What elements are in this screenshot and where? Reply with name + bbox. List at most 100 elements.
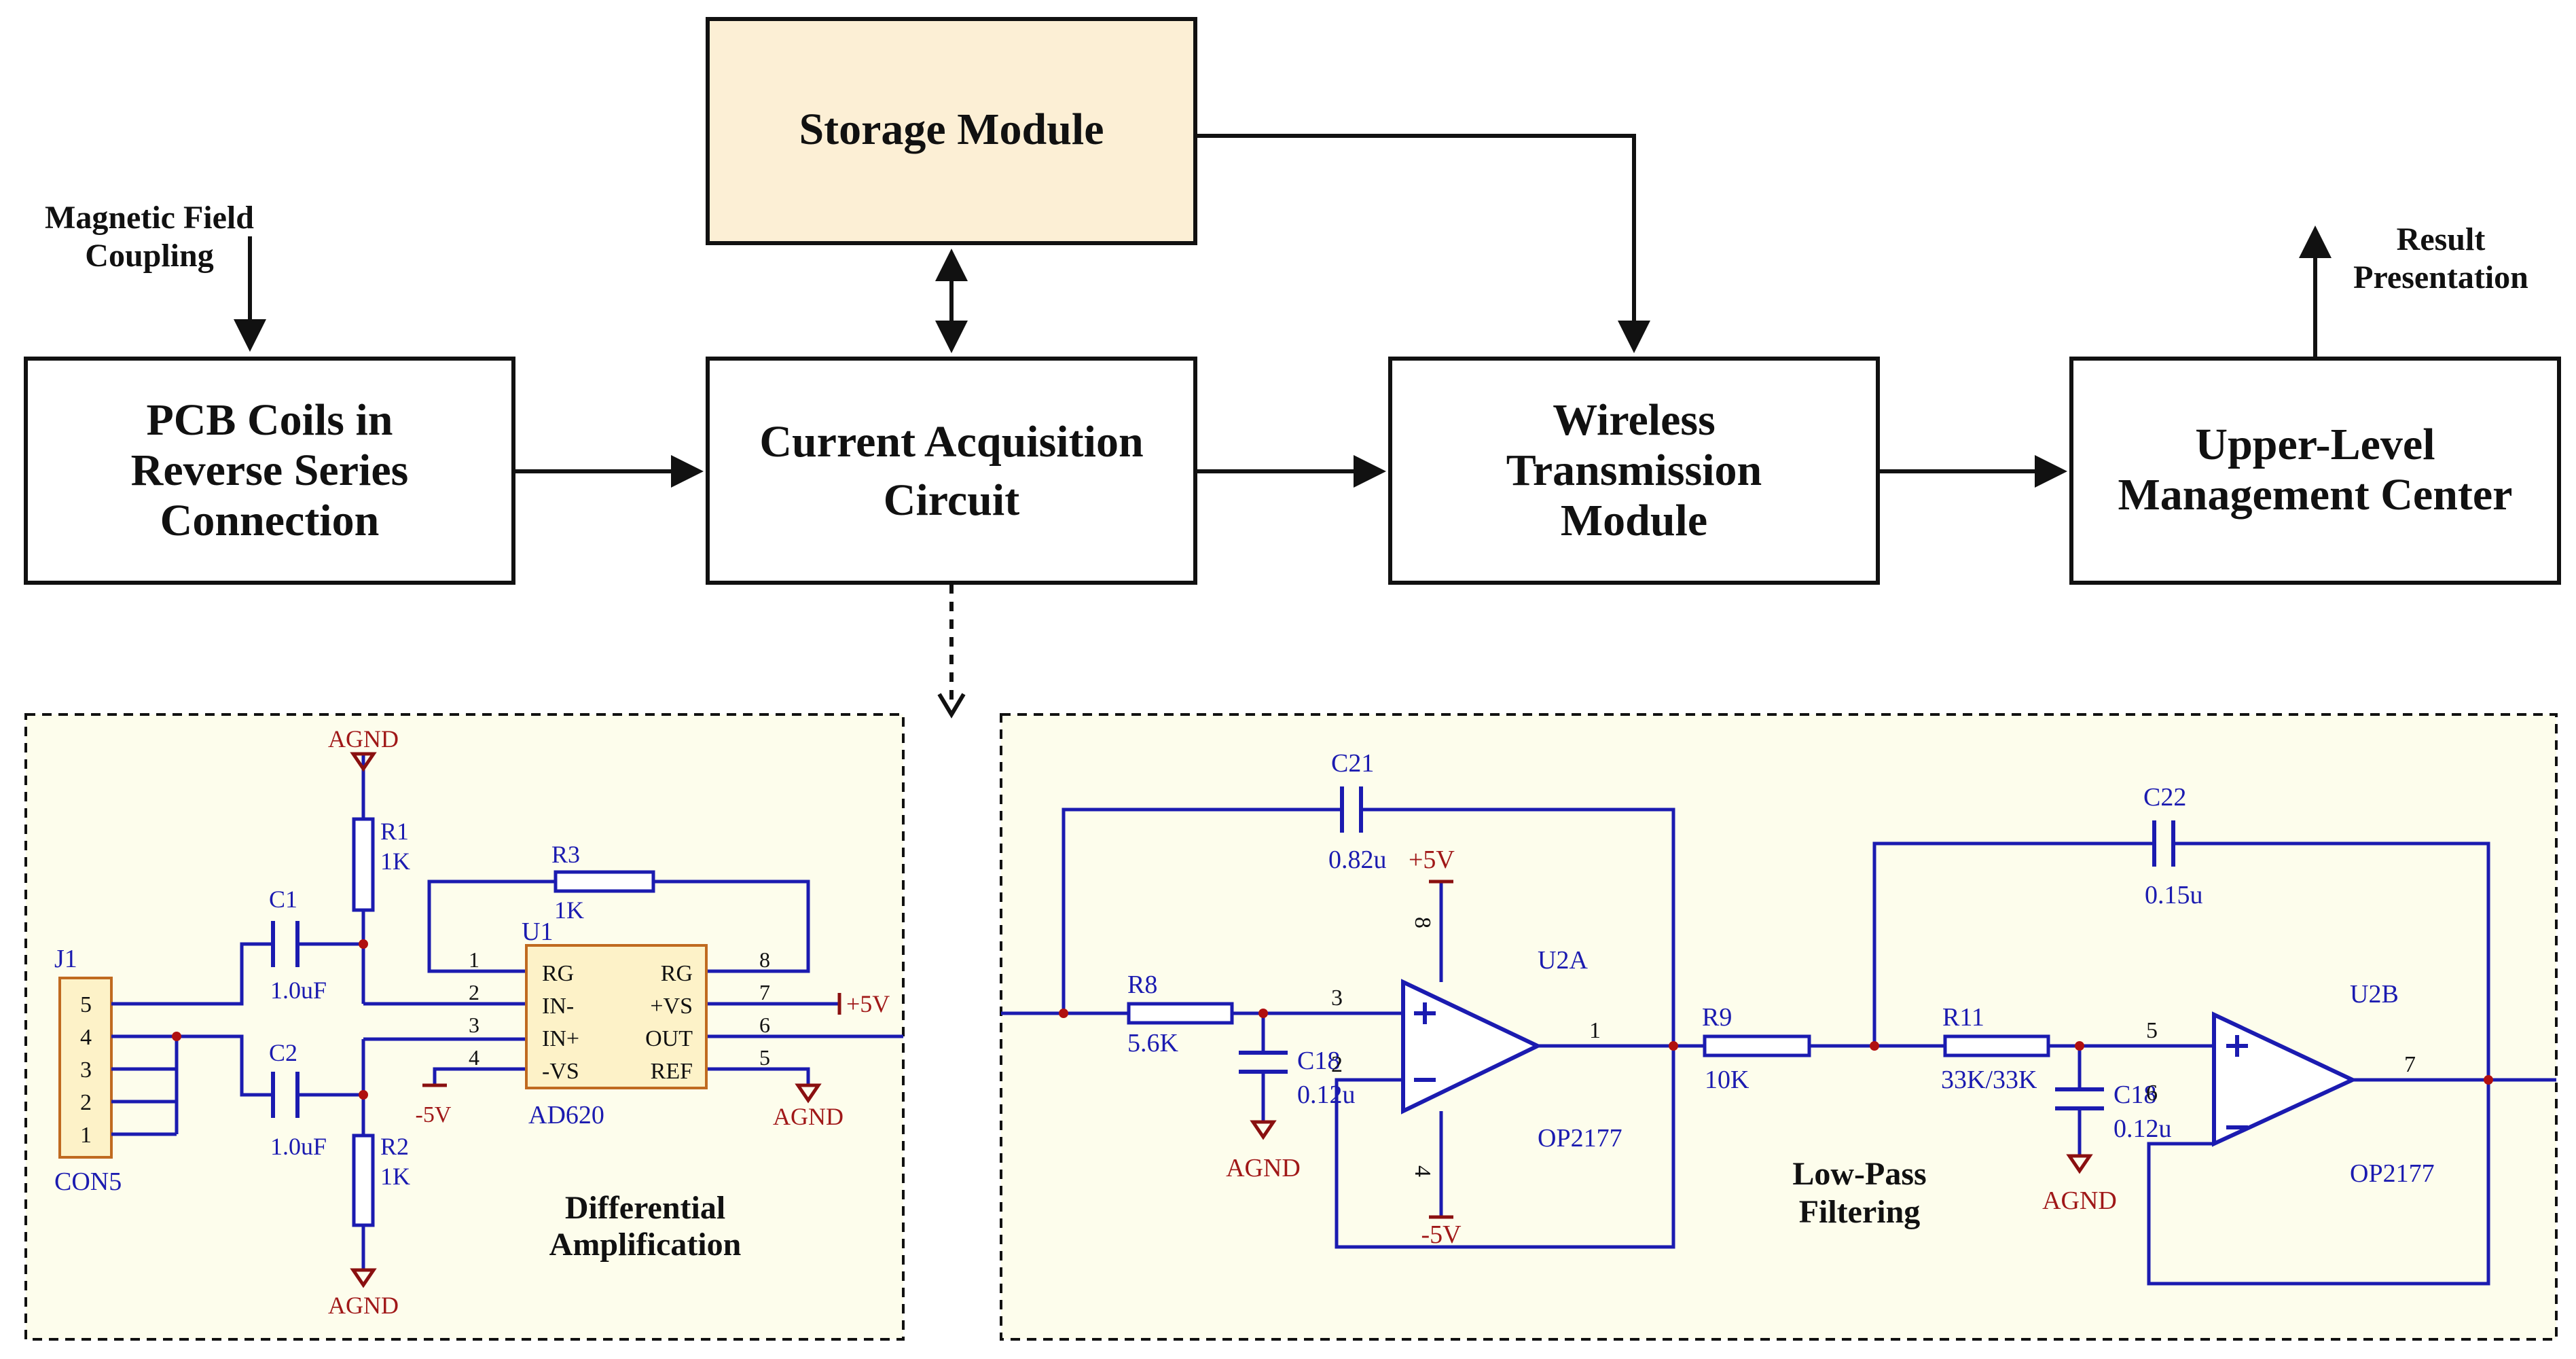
c1-label: C1 (269, 886, 297, 913)
minus5-label-right: -5V (1421, 1220, 1462, 1249)
agnd-label-right-2: AGND (2042, 1186, 2117, 1215)
r9-value: 10K (1705, 1066, 1749, 1094)
pin-left-vs-minus: -VS (542, 1059, 579, 1084)
pin6-label: 6 (2146, 1081, 2158, 1106)
storage-module-label: Storage Module (799, 105, 1104, 154)
pin-num-8: 8 (759, 947, 770, 972)
r8-value: 5.6K (1127, 1029, 1179, 1057)
pin5-label: 5 (2146, 1018, 2158, 1043)
c18a-value: 0.12u (1297, 1081, 1356, 1109)
r3-label: R3 (551, 841, 580, 868)
ad620-chip: U1 AD620 RG IN- IN+ -VS RG +VS OUT REF 1… (469, 918, 770, 1129)
pin-right-vs-plus: +VS (650, 994, 693, 1019)
r11-label: R11 (1942, 1003, 1984, 1032)
c1-value: 1.0uF (270, 977, 327, 1004)
pin-num-2: 2 (469, 980, 479, 1004)
pin8-label: 8 (1410, 917, 1435, 928)
wireless-label-3: Module (1561, 496, 1707, 545)
agnd-top-label: AGND (328, 725, 399, 753)
upper-level-label-1: Upper-Level (2195, 420, 2435, 469)
capacitors-right (1239, 786, 2175, 1110)
pin-num-1: 1 (469, 947, 479, 972)
pin4-label: 4 (1410, 1165, 1435, 1177)
c18a-label: C18 (1297, 1047, 1340, 1075)
differential-label-1: Differential (565, 1190, 725, 1226)
pin-right-ref: REF (651, 1059, 693, 1084)
upper-level-label-2: Management Center (2118, 470, 2513, 520)
con-pin-5: 5 (80, 992, 92, 1017)
junctions-right (1059, 1009, 2493, 1085)
agnd-bottom-label: AGND (328, 1292, 399, 1319)
left-wires (111, 754, 903, 1270)
upper-level-block: Upper-Level Management Center (2069, 357, 2561, 585)
r3-value: 1K (554, 896, 584, 924)
c22-label: C22 (2143, 783, 2186, 812)
c2-value: 1.0uF (270, 1133, 327, 1160)
pcb-coils-label-3: Connection (160, 496, 380, 545)
r11-value: 33K/33K (1941, 1066, 2037, 1094)
con-pin-1: 1 (80, 1123, 92, 1148)
storage-module-block: Storage Module (706, 17, 1197, 245)
pcb-coils-label-2: Reverse Series (131, 446, 409, 495)
op2177-label-b: OP2177 (2350, 1159, 2435, 1188)
wireless-transmission-block: Wireless Transmission Module (1388, 357, 1880, 585)
pin-num-6: 6 (759, 1013, 770, 1037)
pin2-label: 2 (1331, 1052, 1343, 1077)
differential-amplification-panel (24, 713, 905, 1341)
pin-num-3: 3 (469, 1013, 479, 1037)
pin1-label: 1 (1589, 1018, 1601, 1043)
u1-label: U1 (522, 918, 553, 946)
c2-label: C2 (269, 1039, 297, 1066)
differential-label-2: Amplification (549, 1227, 742, 1263)
minus5-label-left: -5V (416, 1102, 452, 1127)
pcb-coils-block: PCB Coils in Reverse Series Connection (24, 357, 515, 585)
pin-right-out: OUT (645, 1026, 693, 1051)
r1-value: 1K (380, 848, 410, 875)
con-pin-3: 3 (80, 1057, 92, 1083)
pin-left-in-minus: IN- (542, 994, 574, 1019)
power-symbols-right (1250, 880, 2093, 1219)
op2177-label-a: OP2177 (1538, 1124, 1622, 1153)
c22-value: 0.15u (2145, 881, 2203, 909)
resistors-left (352, 817, 655, 1227)
j1-label: J1 (54, 945, 77, 973)
pin-left-rg: RG (542, 961, 574, 986)
resistors-right (1127, 1002, 2050, 1057)
wireless-label-2: Transmission (1506, 446, 1762, 495)
r1-label: R1 (380, 818, 409, 845)
agnd-ref-label: AGND (773, 1103, 843, 1130)
u2a-label: U2A (1538, 946, 1588, 975)
flow-arrows (234, 134, 2332, 719)
pin3-label: 3 (1331, 985, 1343, 1011)
magnetic-field-label-2: Coupling (85, 238, 213, 274)
con-pin-4: 4 (80, 1025, 92, 1050)
plus5-label-right: +5V (1409, 846, 1455, 874)
result-label-2: Presentation (2353, 259, 2528, 295)
pcb-coils-label-1: PCB Coils in (146, 395, 393, 445)
pin-num-7: 7 (759, 980, 770, 1004)
pin-right-rg: RG (661, 961, 693, 986)
result-label-1: Result (2397, 221, 2486, 257)
junctions-left (172, 939, 368, 1100)
r2-value: 1K (380, 1163, 410, 1190)
current-acquisition-label-1: Current Acquisition (759, 417, 1143, 467)
connector-j1: J1 CON5 5 4 3 2 1 (54, 945, 122, 1196)
con5-label: CON5 (54, 1167, 122, 1196)
pin7-label: 7 (2404, 1052, 2416, 1077)
r2-label: R2 (380, 1133, 409, 1160)
magnetic-field-label-1: Magnetic Field (45, 200, 254, 236)
r8-label: R8 (1127, 971, 1157, 999)
plus5-label-left: +5V (846, 990, 890, 1017)
wireless-label-1: Wireless (1553, 395, 1716, 445)
r9-label: R9 (1702, 1003, 1732, 1032)
agnd-symbols-left (350, 752, 841, 1288)
con-pin-2: 2 (80, 1090, 92, 1115)
pin-left-in-plus: IN+ (542, 1026, 579, 1051)
c18b-label: C18 (2114, 1081, 2156, 1109)
opamp-u2b (2212, 1011, 2358, 1147)
u2b-label: U2B (2350, 980, 2399, 1009)
current-acquisition-label-2: Circuit (884, 475, 1019, 525)
low-pass-filtering-panel (1000, 713, 2558, 1341)
right-wires (1001, 808, 2556, 1286)
